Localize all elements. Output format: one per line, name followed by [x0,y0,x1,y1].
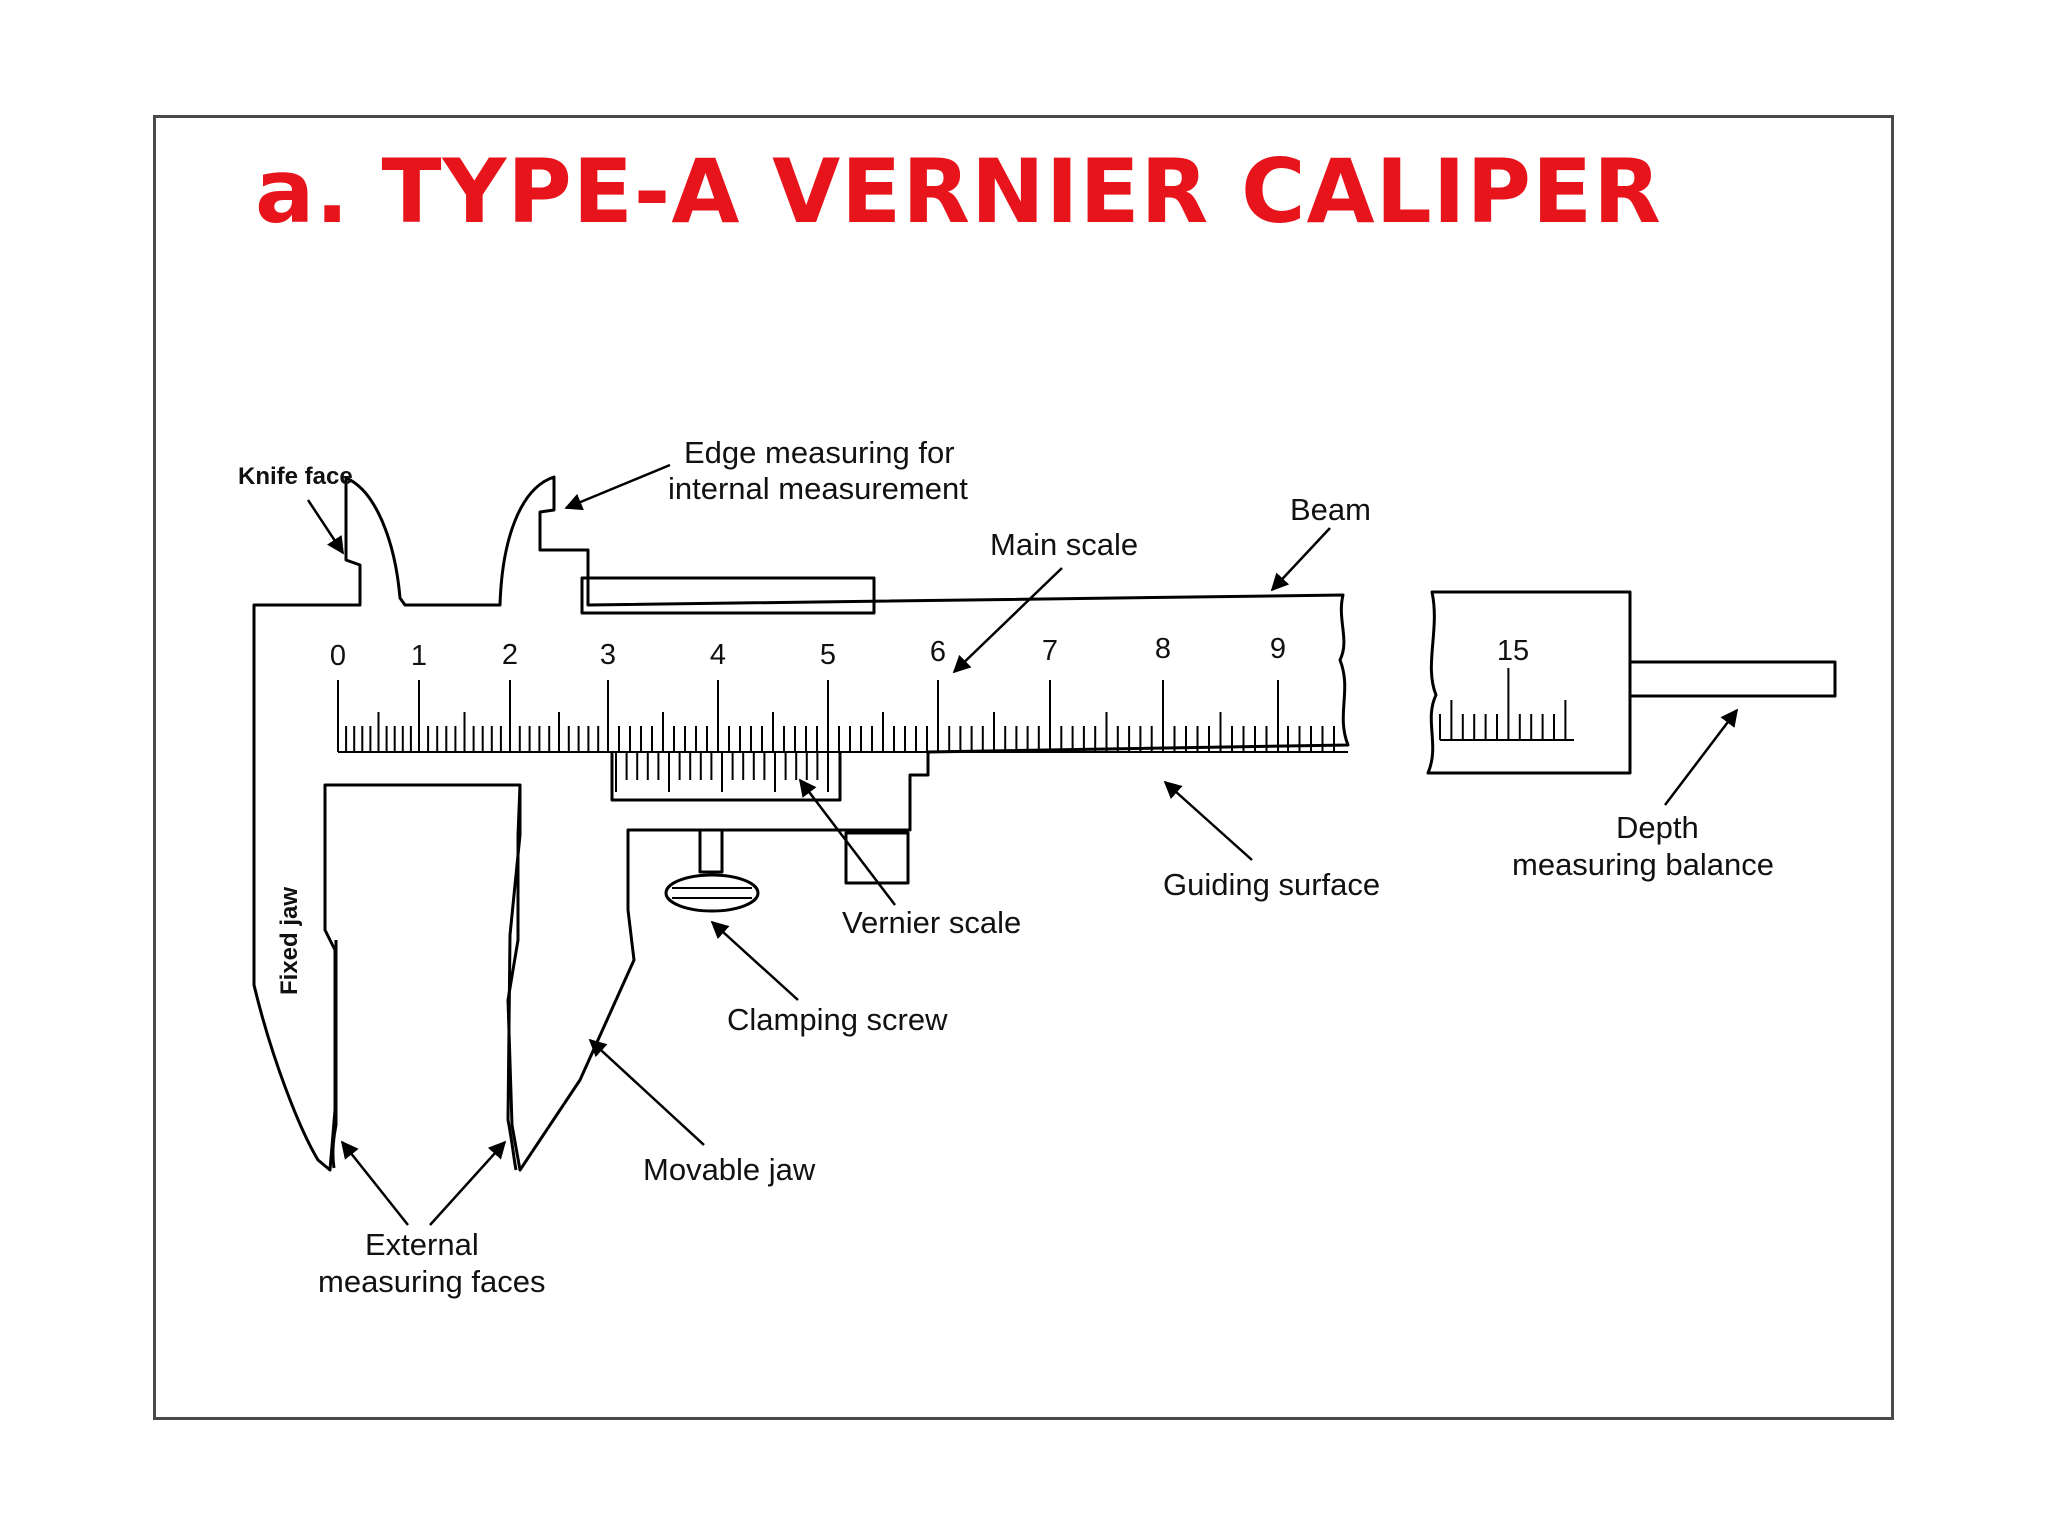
end-scale-number: 15 [1497,635,1529,667]
movable-jaw [506,785,522,1171]
main-scale-number: 7 [1042,635,1058,667]
clamping-screw-leader [710,920,799,1001]
depth-leader [1664,708,1739,806]
main-scale-number: 9 [1270,633,1286,665]
main-scale-number: 6 [930,636,946,668]
main-scale-numbers: 0 1 2 3 4 5 6 7 8 9 [330,633,1286,672]
vernier-slider [610,752,842,802]
depth-label-1: Depth [1616,810,1699,845]
main-scale-number: 5 [820,639,836,671]
beam-label: Beam [1290,492,1371,527]
slider-tab [844,831,910,885]
main-scale-number: 0 [330,640,346,672]
main-scale-number: 1 [411,640,427,672]
knife-face-leader [306,499,345,555]
guiding-surface-label: Guiding surface [1163,867,1380,902]
clamping-screw-head [664,873,760,913]
end-scale-ticks [1439,668,1567,740]
knife-face-label: Knife face [238,463,353,490]
vernier-scale-leader [798,778,896,906]
main-scale-number: 2 [502,639,518,671]
edge-measuring-label-2: internal measurement [668,471,968,506]
main-scale-label: Main scale [990,527,1138,562]
beam-end-section [1426,590,1632,775]
slider-top-bar [580,576,876,615]
clamping-screw-label: Clamping screw [727,1002,948,1037]
external-faces-label-1: External [365,1227,479,1262]
slide-frame [153,115,1894,1420]
main-scale-number: 4 [710,639,726,671]
fixed-jaw-label: Fixed jaw [276,887,303,995]
depth-label-2: measuring balance [1512,847,1774,882]
fixed-jaw-body [252,475,1350,1172]
guiding-surface-leader [1163,780,1253,861]
vernier-scale-label: Vernier scale [842,905,1021,940]
movable-jaw-label: Movable jaw [643,1152,816,1187]
external-faces-label-2: measuring faces [318,1264,545,1299]
main-scale-number: 8 [1155,633,1171,665]
main-scale-leader [952,567,1063,674]
fixed-jaw-inner [331,940,338,1169]
beam-leader [1270,527,1331,592]
external-faces-leader-right [429,1140,507,1226]
main-scale-number: 3 [600,639,616,671]
main-scale-ticks [337,680,1335,752]
movable-jaw-leader [588,1038,705,1146]
edge-measuring-leader [564,463,671,511]
edge-measuring-label-1: Edge measuring for [684,435,955,470]
slide-title: a. TYPE-A VERNIER CALIPER [255,140,1662,243]
depth-rod [1628,660,1837,698]
external-faces-leader-left [340,1140,409,1226]
clamping-screw-stem [698,828,724,874]
vernier-scale-ticks [615,752,829,792]
